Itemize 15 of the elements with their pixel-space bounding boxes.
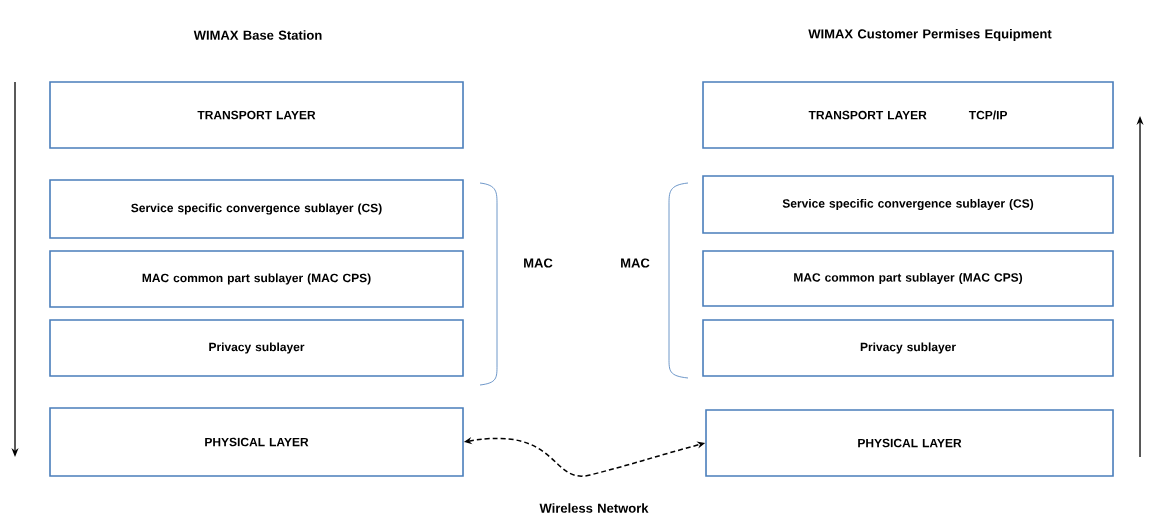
- layer-box: Service specific convergence sublayer (CS): [702, 175, 1114, 234]
- column-heading: WIMAX Base Station: [193, 30, 322, 40]
- layer-label: MAC: [524, 258, 553, 268]
- layer-box: Privacy sublayer: [702, 319, 1114, 377]
- column-heading: WIMAX Customer Permises Equipment: [808, 28, 1052, 42]
- layer-box: MAC common part sublayer (MAC CPS): [49, 250, 464, 308]
- layer-label: MAC: [621, 258, 650, 268]
- layer-box: Service specific convergence sublayer (CS): [49, 179, 464, 239]
- layer-box: PHYSICAL LAYER: [49, 407, 464, 477]
- layer-box: TRANSPORT LAYER TCP/IP: [702, 81, 1114, 149]
- network-label: Wireless Network: [539, 503, 649, 513]
- layer-box: MAC common part sublayer (MAC CPS): [702, 250, 1114, 307]
- layer-box: PHYSICAL LAYER: [705, 409, 1114, 477]
- layer-box: Privacy sublayer: [49, 319, 464, 377]
- layer-box: TRANSPORT LAYER: [49, 81, 464, 149]
